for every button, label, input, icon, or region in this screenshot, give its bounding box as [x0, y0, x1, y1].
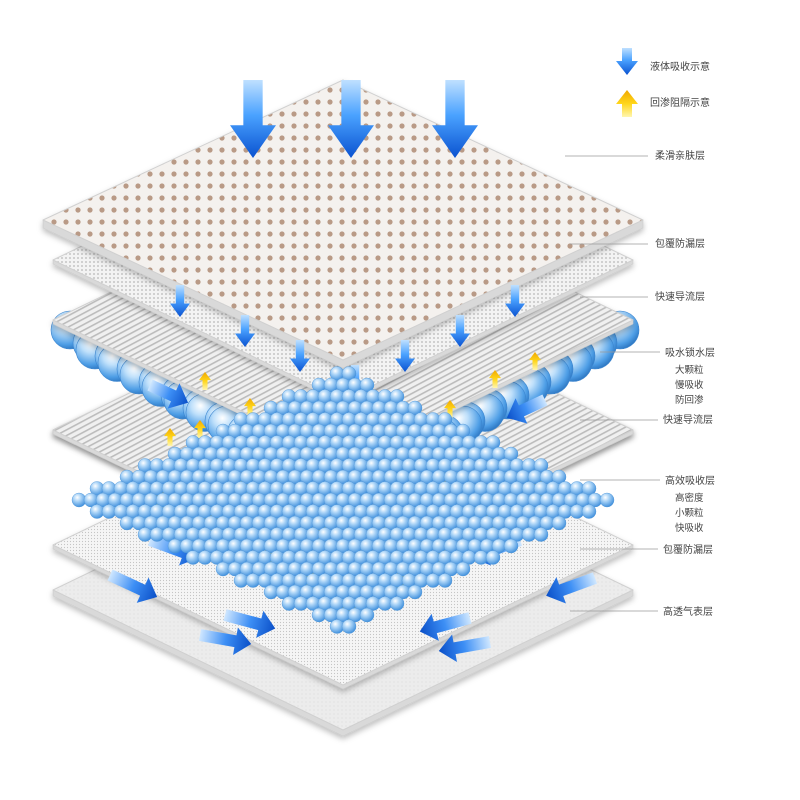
layer-label-4: 吸水锁水层 — [665, 346, 715, 359]
layer-label-7: 包覆防漏层 — [663, 543, 713, 556]
layer-label-6: 高效吸收层 — [665, 474, 715, 487]
legend-barrier-label: 回渗阻隔示意 — [650, 96, 710, 109]
legend: 液体吸收示意 回渗阻隔示意 — [616, 48, 710, 117]
layer-label-5: 快速导流层 — [663, 413, 713, 426]
layer-note-4-2: 慢吸收 — [675, 379, 704, 391]
layer-label-3: 快速导流层 — [655, 290, 705, 303]
layer-label-2: 包覆防漏层 — [655, 237, 705, 250]
barrier-arrow-icon — [616, 90, 638, 117]
legend-absorb-label: 液体吸收示意 — [650, 60, 710, 73]
layer-note-6-2: 小颗粒 — [675, 507, 704, 519]
layer-note-6-3: 快吸收 — [675, 522, 704, 534]
layer-note-4-3: 防回渗 — [675, 394, 704, 406]
layer-label-1: 柔滑亲肤层 — [655, 149, 705, 162]
layer-label-8: 高透气表层 — [663, 605, 713, 618]
layer-note-6-1: 高密度 — [675, 492, 704, 504]
layer-note-4-1: 大颗粒 — [675, 364, 704, 376]
absorb-arrow-icon — [616, 48, 638, 75]
